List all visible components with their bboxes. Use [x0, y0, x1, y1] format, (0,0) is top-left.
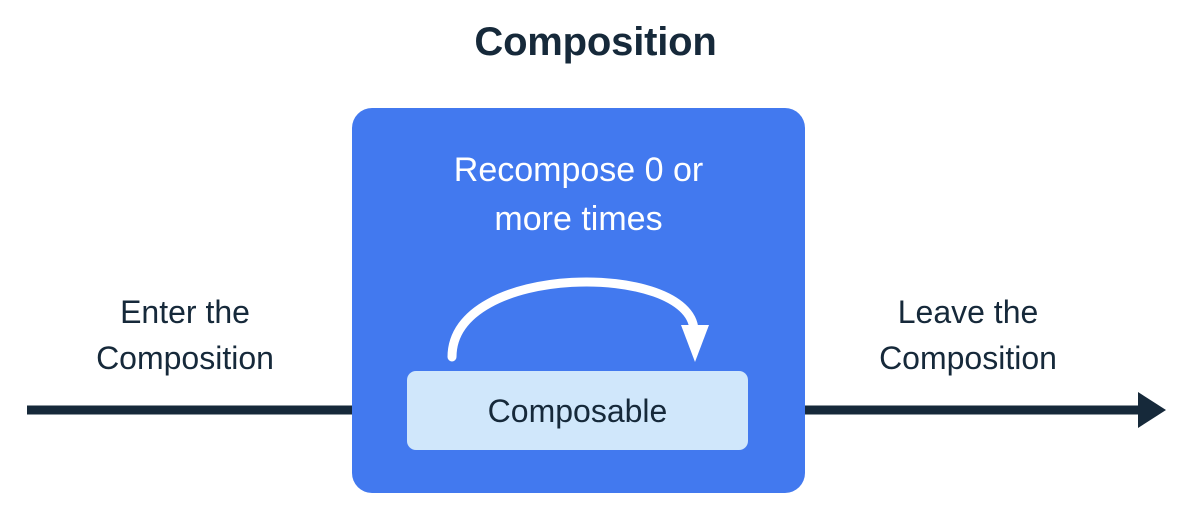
enter-label-line-2: Composition: [96, 340, 274, 376]
leave-label-line-2: Composition: [879, 340, 1057, 376]
leave-composition-label: Leave the Composition: [818, 289, 1118, 381]
leave-the-composition-arrow: [748, 392, 1166, 428]
enter-label-line-1: Enter the: [120, 294, 250, 330]
composable-node: Composable: [407, 371, 748, 450]
composable-label: Composable: [487, 392, 668, 429]
recompose-caption: Recompose 0 or more times: [352, 146, 805, 244]
enter-the-composition-arrow: [27, 392, 406, 428]
page-title: Composition: [474, 20, 717, 64]
leave-label-line-1: Leave the: [897, 294, 1039, 330]
recompose-caption-line-2: more times: [494, 200, 663, 238]
enter-composition-label: Enter the Composition: [35, 289, 335, 381]
recompose-caption-line-1: Recompose 0 or: [453, 151, 704, 189]
leave-arrow-head: [1138, 392, 1166, 428]
